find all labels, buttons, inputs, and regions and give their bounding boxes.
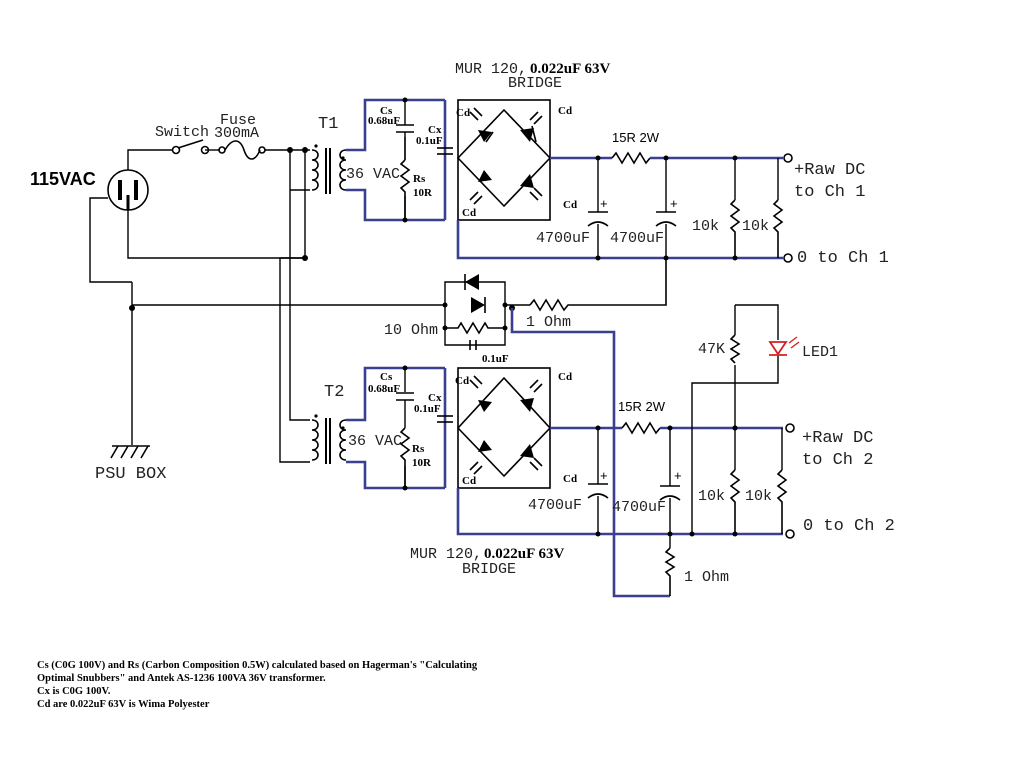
led-label: LED1 — [802, 344, 838, 361]
ch2-ground-link — [510, 308, 670, 598]
out1-label-1: +Raw DC — [794, 161, 865, 180]
note-line-4: Cd are 0.022uF 63V is Wima Polyester — [37, 699, 210, 710]
transformer-t1 — [311, 144, 347, 194]
bridge1-cap: 0.022uF 63V — [530, 61, 610, 77]
cd-2d: Cd — [563, 473, 577, 485]
fuse-label-1: Fuse — [220, 112, 256, 129]
cx2-value: 0.1uF — [414, 403, 441, 415]
bridge2-part: MUR 120, — [410, 546, 482, 563]
cd-2b: Cd — [558, 371, 572, 383]
ground-lift-network — [442, 274, 508, 350]
cd-2a: Cd — [455, 375, 469, 387]
ch1-positive-terminal — [783, 153, 793, 163]
bridge1-part: MUR 120, — [455, 61, 527, 78]
mains-label: 115VAC — [30, 169, 96, 189]
cs1-value: 0.68uF — [368, 115, 400, 127]
ch2-ground-rail — [456, 488, 783, 536]
out2-label-1: +Raw DC — [802, 429, 873, 448]
t2-label: T2 — [324, 383, 344, 402]
c2b-label: 4700uF — [612, 499, 666, 516]
rs2-value: 10R — [412, 457, 432, 469]
cs2-value: 0.68uF — [368, 383, 400, 395]
note-line-2: Optimal Snubbers" and Antek AS-1236 100V… — [37, 673, 326, 684]
r10k-1a-label: 10k — [692, 218, 719, 235]
vac2-label: 36 VAC — [348, 433, 402, 450]
t1-label: T1 — [318, 115, 338, 134]
wire-neutral — [127, 210, 305, 259]
plus-c1a: + — [600, 196, 608, 211]
out2-zero-label: 0 to Ch 2 — [803, 517, 895, 536]
wire-live — [127, 149, 172, 170]
switch — [171, 139, 220, 155]
bridge-rectifier-2 — [456, 367, 552, 489]
rs1-name: Rs — [413, 173, 426, 185]
chassis-ground-icon — [110, 445, 150, 459]
out1-label-2: to Ch 1 — [794, 183, 865, 202]
wire-primary-live — [289, 149, 310, 421]
mains-inlet — [107, 169, 149, 211]
plus-c2a: + — [600, 468, 608, 483]
c1b-label: 4700uF — [610, 230, 664, 247]
wire-primary-neutral — [279, 150, 310, 463]
rs2-name: Rs — [412, 443, 425, 455]
fuse-label-2: 300mA — [214, 125, 259, 142]
led-icon — [768, 336, 800, 356]
c2a-label: 4700uF — [528, 497, 582, 514]
bridge-rectifier-1 — [456, 99, 552, 221]
switch-label: Switch — [155, 124, 209, 141]
r10k-2a-label: 10k — [698, 488, 725, 505]
ch2-positive-terminal — [785, 423, 795, 433]
ch1-ground-rail — [456, 220, 783, 260]
wire-earth — [89, 197, 132, 283]
vac1-label: 36 VAC — [346, 166, 400, 183]
wire-earth-bus — [131, 282, 445, 306]
r15-1-label: 15R 2W — [612, 130, 660, 145]
plus-c2b: + — [674, 468, 682, 483]
c1a-label: 4700uF — [536, 230, 590, 247]
r1ohm-top-label: 1 Ohm — [526, 314, 571, 331]
r1ohm-bot-label: 1 Ohm — [684, 569, 729, 586]
fuse — [218, 140, 290, 160]
cx1-name: Cx — [428, 124, 442, 136]
bridge1-label: BRIDGE — [508, 75, 562, 92]
cs1-name: Cs — [380, 105, 393, 117]
bridge2-label: BRIDGE — [462, 561, 516, 578]
cd-2c: Cd — [462, 475, 476, 487]
cd-1c: Cd — [462, 207, 476, 219]
note-line-3: Cx is C0G 100V. — [37, 686, 111, 697]
ch1-zero-terminal — [783, 253, 793, 263]
transformer-t2 — [311, 414, 347, 464]
c01-label: 0.1uF — [482, 353, 509, 365]
out1-zero-label: 0 to Ch 1 — [797, 249, 889, 268]
cd-1d: Cd — [563, 199, 577, 211]
cd-1b: Cd — [558, 105, 572, 117]
ch2-zero-terminal — [785, 529, 795, 539]
r10ohm-label: 10 Ohm — [384, 322, 438, 339]
r10k-2b-label: 10k — [745, 488, 772, 505]
rs1-value: 10R — [413, 187, 433, 199]
cx1-value: 0.1uF — [416, 135, 443, 147]
ground-label: PSU BOX — [95, 465, 166, 484]
note-line-1: Cs (C0G 100V) and Rs (Carbon Composition… — [37, 660, 478, 671]
r10k-1b-label: 10k — [742, 218, 769, 235]
plus-c1b: + — [670, 196, 678, 211]
bridge2-cap: 0.022uF 63V — [484, 546, 564, 562]
cs2-name: Cs — [380, 371, 393, 383]
r15-2-label: 15R 2W — [618, 399, 666, 414]
cd-1a: Cd — [456, 107, 470, 119]
cx2-name: Cx — [428, 392, 442, 404]
out2-label-2: to Ch 2 — [802, 451, 873, 470]
r47k-label: 47K — [698, 341, 725, 358]
